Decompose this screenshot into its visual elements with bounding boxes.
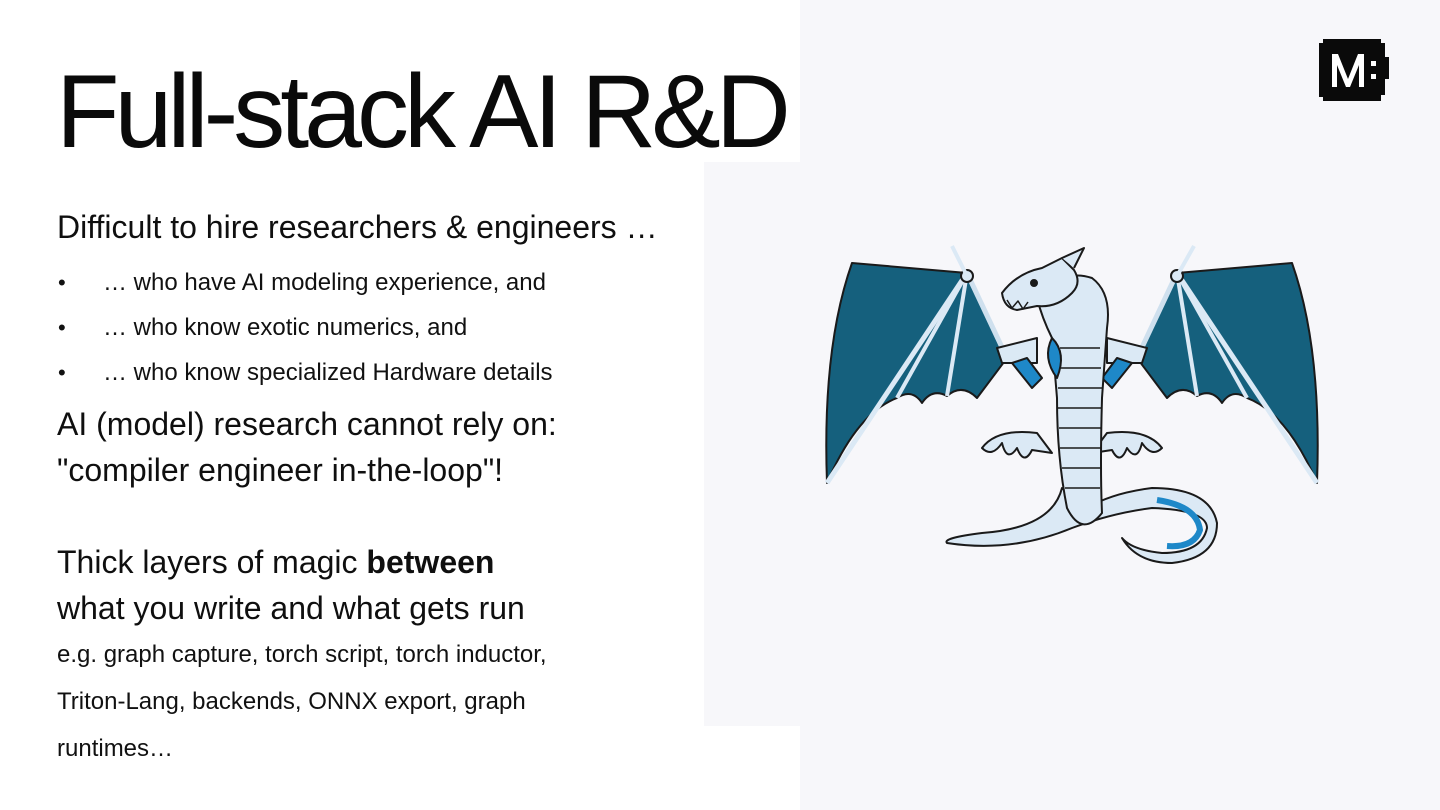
bullet-icon: •: [58, 270, 66, 295]
modular-logo-icon: [1319, 39, 1389, 101]
bullet-icon: •: [58, 315, 66, 340]
illustration-panel: [800, 0, 1440, 810]
illustration-panel-extension: [704, 162, 800, 726]
magic-examples: e.g. graph capture, torch script, torch …: [57, 641, 547, 762]
hire-heading: Difficult to hire researchers & engineer…: [57, 209, 658, 245]
bullet-item: • … who have AI modeling experience, and: [57, 260, 757, 305]
magic-line-1: Thick layers of magic between: [57, 539, 757, 585]
bullet-item: • … who know exotic numerics, and: [57, 305, 757, 350]
research-line-1: AI (model) research cannot rely on:: [57, 406, 557, 442]
bullet-text: … who know exotic numerics, and: [103, 314, 468, 341]
magic-bold-word: between: [366, 544, 495, 580]
magic-line-2: what you write and what gets run: [57, 590, 525, 626]
bullet-text: … who know specialized Hardware details: [103, 359, 553, 386]
research-line-2: "compiler engineer in-the-loop"!: [57, 452, 504, 488]
bullet-icon: •: [58, 360, 66, 385]
bullet-text: … who have AI modeling experience, and: [103, 269, 546, 296]
spacer: [57, 493, 757, 539]
content-block: Difficult to hire researchers & engineer…: [57, 204, 757, 772]
bullet-item: • … who know specialized Hardware details: [57, 350, 757, 395]
slide-title: Full-stack AI R&D: [56, 54, 791, 170]
magic-text: Thick layers of magic: [57, 544, 367, 580]
hire-bullet-list: •… who have AI modeling experience, and …: [57, 260, 757, 395]
llvm-dragon-icon: [824, 245, 1320, 564]
